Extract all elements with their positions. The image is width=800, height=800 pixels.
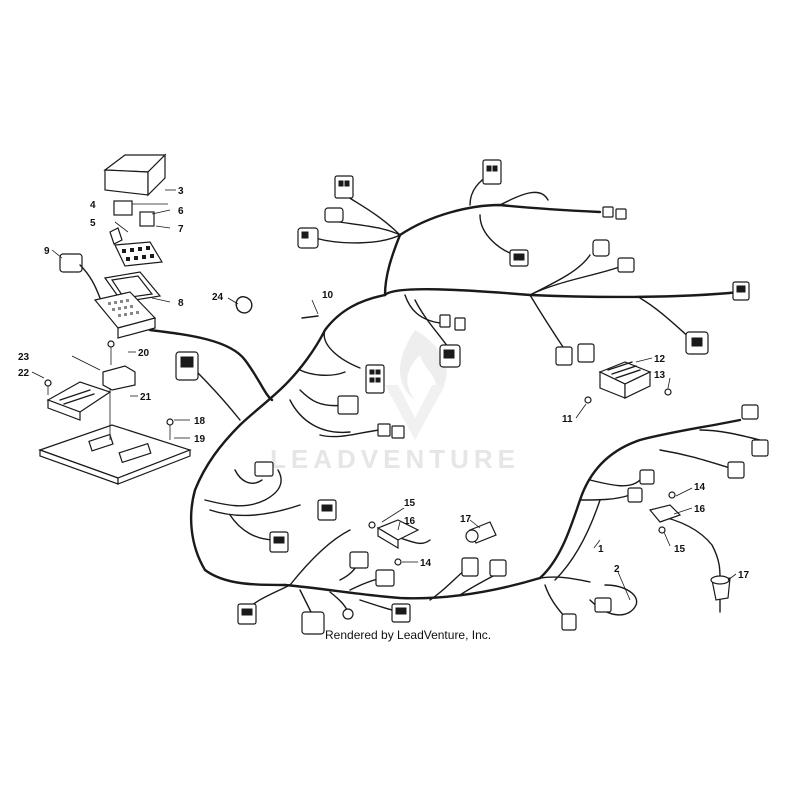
callout-9: 9: [44, 246, 50, 257]
callout-leaders: [31, 189, 737, 601]
render-credit: Rendered by LeadVenture, Inc.: [325, 628, 492, 642]
callout-21: 21: [140, 392, 152, 403]
callout-labels: 1 2 3 4 5 6 7 8 9 10 11 12 13 14 14 15 1…: [18, 186, 750, 581]
callout-6: 6: [178, 206, 184, 217]
small-hardware: [235, 296, 319, 319]
callout-10: 10: [322, 290, 334, 301]
callout-14a: 14: [694, 482, 706, 493]
control-module: [44, 379, 112, 421]
fuse-box-assembly: [59, 153, 167, 339]
callout-17a: 17: [460, 514, 472, 525]
callout-18: 18: [194, 416, 206, 427]
callout-22: 22: [18, 368, 30, 379]
callout-4: 4: [90, 200, 96, 211]
callout-17b: 17: [738, 570, 750, 581]
callout-16a: 16: [404, 516, 416, 527]
main-harness: [148, 174, 761, 621]
callout-5: 5: [90, 218, 96, 229]
mounting-plate: [38, 388, 192, 485]
callout-3: 3: [178, 186, 184, 197]
callout-14b: 14: [420, 558, 432, 569]
mount-bracket: [102, 340, 136, 391]
connectors: [175, 159, 769, 635]
callout-2: 2: [614, 564, 620, 575]
callout-7: 7: [178, 224, 184, 235]
callout-15a: 15: [404, 498, 416, 509]
callout-11: 11: [562, 414, 573, 425]
watermark: LEADVENTURE: [270, 330, 520, 474]
callout-19: 19: [194, 434, 206, 445]
callout-20: 20: [138, 348, 150, 359]
callout-8: 8: [178, 298, 184, 309]
callout-24: 24: [212, 292, 224, 303]
accessory-socket-right: [648, 491, 731, 613]
callout-12: 12: [654, 354, 666, 365]
callout-13: 13: [654, 370, 666, 381]
callout-16b: 16: [694, 504, 706, 515]
leadventure-flame-logo-icon: [385, 330, 447, 440]
callout-23: 23: [18, 352, 30, 363]
voltage-regulator: [584, 361, 672, 404]
callout-1: 1: [598, 544, 604, 555]
watermark-brand-text: LEADVENTURE: [270, 444, 520, 474]
callout-15b: 15: [674, 544, 686, 555]
